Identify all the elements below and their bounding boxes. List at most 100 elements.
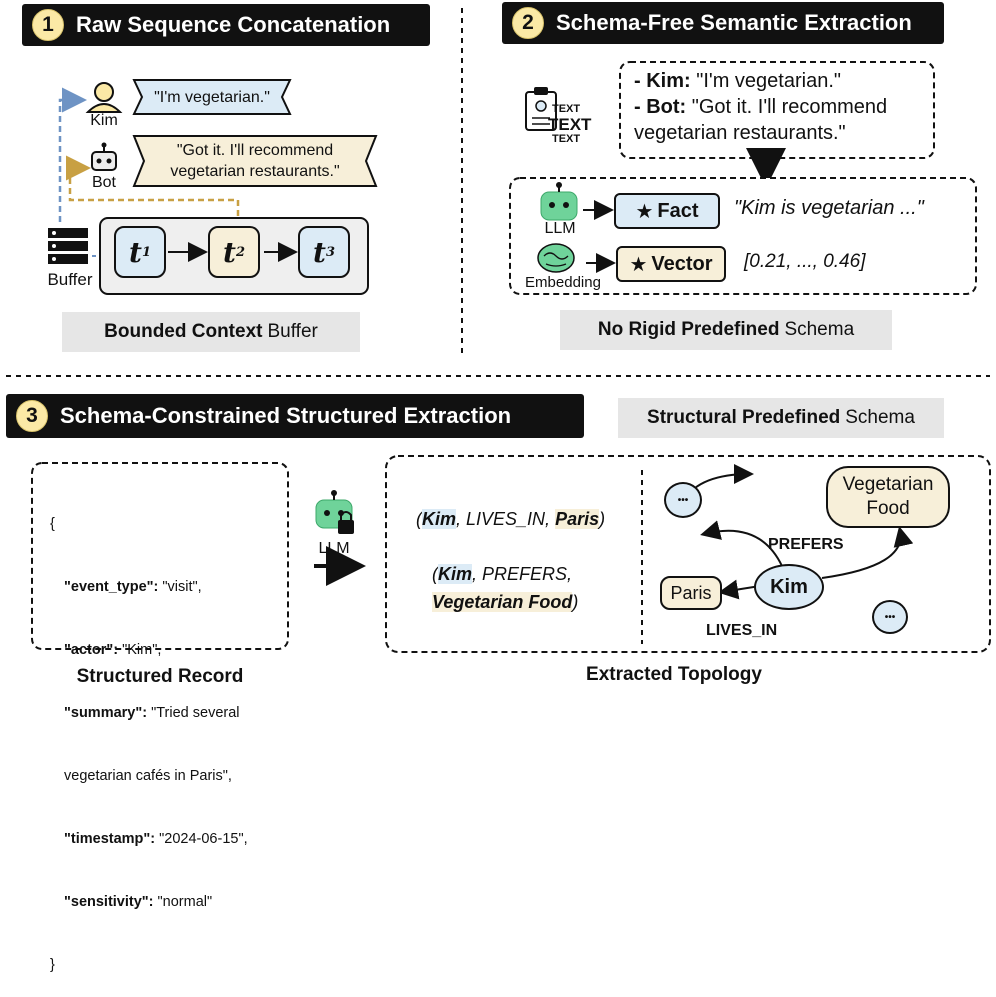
record-key: "event_type":: [64, 579, 159, 595]
token-t2-sub: 2: [235, 244, 245, 260]
doc-text-large: TEXT: [548, 115, 592, 134]
bot-message-line1: "Got it. I'll recommend: [176, 142, 334, 159]
dialog-bot-text: "Got it. I'll recommend: [686, 96, 888, 118]
triple-prefers: (Kim, PREFERS, Vegetarian Food): [432, 560, 578, 616]
edge-prefers: [821, 526, 914, 579]
food-line1: Vegetarian: [842, 474, 934, 495]
caption-structured-record: Structured Record: [76, 666, 244, 687]
panel3-schema-rest: Schema: [845, 407, 915, 428]
dialog-kim-label: - Kim:: [634, 70, 691, 92]
record-line-timestamp: "timestamp": "2024-06-15",: [50, 829, 248, 850]
user-icon: [85, 82, 123, 113]
panel1-caption-bold: Bounded Context: [104, 321, 263, 342]
panel2-title-bar: 2 Schema-Free Semantic Extraction: [502, 2, 944, 44]
panel3-title-bar: 3 Schema-Constrained Structured Extracti…: [6, 394, 584, 438]
user-message: "I'm vegetarian.": [154, 88, 270, 106]
panel1-caption-rest: Buffer: [267, 321, 318, 342]
record-key: "summary":: [64, 705, 148, 721]
dialog-kim-text: "I'm vegetarian.": [690, 70, 841, 92]
triple2-line2: Vegetarian Food): [432, 588, 578, 616]
record-line-actor: "actor": "Kim",: [50, 640, 248, 661]
paren: ): [572, 592, 579, 612]
record-val: "Tried several: [147, 705, 240, 721]
triple-lives-in: (Kim, LIVES_IN, Paris): [416, 509, 605, 530]
speaker-bot-label: Bot: [91, 174, 116, 191]
fact-pill: ★Fact: [614, 193, 720, 229]
dialog-content: - Kim: "I'm vegetarian." - Bot: "Got it.…: [634, 68, 930, 146]
triple2-subject: Kim: [438, 564, 473, 584]
panel3-title: Schema-Constrained Structured Extraction: [60, 403, 512, 428]
bot-speech-flag: [132, 135, 378, 187]
kim-node: Kim: [754, 564, 824, 610]
ellipsis-node-top: •••: [664, 482, 702, 518]
paren: (: [432, 564, 438, 584]
dialog-bot-line: - Bot: "Got it. I'll recommend: [634, 94, 930, 120]
star-icon: ★: [629, 253, 648, 276]
record-val: "normal": [153, 894, 213, 910]
clipboard-icon: [525, 87, 557, 131]
triple2-relation: , PREFERS,: [472, 564, 573, 584]
dialog-bot-label: - Bot:: [634, 96, 687, 118]
triple1-subject: Kim: [422, 509, 457, 529]
bot-icon: [91, 142, 117, 171]
speaker-user-label: Kim: [90, 112, 118, 129]
triple2-line1: (Kim, PREFERS,: [432, 560, 578, 588]
vegetarian-food-node: Vegetarian Food: [826, 466, 950, 528]
paris-node: Paris: [660, 576, 722, 610]
panel2-number-badge: 2: [512, 7, 544, 39]
bot-message: "Got it. I'll recommend vegetarian resta…: [144, 138, 366, 184]
record-val: "visit",: [158, 579, 202, 595]
record-key: "actor":: [64, 642, 119, 658]
record-line-sensitivity: "sensitivity": "normal": [50, 892, 248, 913]
token-t2-letter: t: [223, 235, 236, 269]
dialog-box: [619, 61, 935, 159]
embedding-label: Embedding: [525, 274, 601, 291]
food-line2: Food: [866, 498, 910, 519]
dialog-bot-line2: vegetarian restaurants.": [634, 122, 846, 144]
server-icon: [48, 228, 88, 264]
record-val: "Kim",: [118, 642, 162, 658]
panel2-caption-rest: Schema: [784, 319, 855, 340]
bot-message-line2: vegetarian restaurants.": [170, 163, 340, 180]
fact-output: "Kim is vegetarian ...": [734, 197, 924, 219]
caption-extracted-topology: Extracted Topology: [586, 664, 762, 685]
record-key: "timestamp":: [64, 831, 156, 847]
triple2-object: Vegetarian Food: [432, 592, 573, 612]
vector-pill: ★Vector: [616, 246, 726, 282]
record-key: "sensitivity":: [64, 894, 154, 910]
triple1-object: Paris: [555, 509, 600, 529]
fact-label: Fact: [657, 199, 699, 222]
record-box: [31, 462, 289, 650]
triple1-relation: , LIVES_IN,: [456, 509, 556, 529]
t2-to-bot-arrow: [66, 155, 240, 226]
record-line-summary: "summary": "Tried several: [50, 703, 248, 724]
buffer-to-user-arrow: [58, 87, 87, 222]
doc-text-small-1: TEXT: [552, 103, 581, 115]
token-t3-letter: t: [313, 235, 326, 269]
robot-llm-icon: [540, 182, 578, 221]
edge-label-lives-in: LIVES_IN: [706, 622, 778, 639]
star-icon: ★: [635, 200, 654, 223]
paren: ): [599, 509, 606, 529]
panel3-schema-bold: Structural Predefined: [647, 407, 841, 428]
vector-output: [0.21, ..., 0.46]: [744, 251, 866, 272]
edge-kim-up: [700, 520, 783, 567]
token-t3-sub: 3: [325, 244, 335, 260]
paren: (: [416, 509, 422, 529]
record-line-summary-cont: vegetarian cafés in Paris",: [50, 766, 248, 787]
vector-label: Vector: [651, 252, 713, 275]
panel1-number-badge: 1: [32, 9, 64, 41]
token-t1-sub: 1: [141, 244, 151, 260]
robot-lock-icon: [315, 490, 354, 534]
ellipsis-node-bottom: •••: [872, 600, 908, 634]
edge-lives-in: [718, 579, 761, 600]
record-close-brace: }: [50, 957, 55, 973]
record-val: "2024-06-15",: [155, 831, 248, 847]
buffer-label: Buffer: [47, 270, 93, 289]
